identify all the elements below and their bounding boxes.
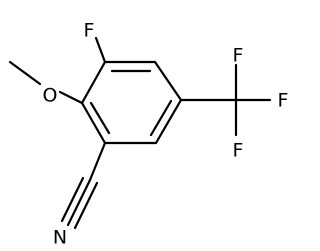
- ring-double-bond-c3-c4: [149, 99, 173, 137]
- cf3-fluorine-top-label: F: [233, 45, 244, 67]
- ring-bond-c3-c4: [154, 98, 183, 145]
- structure-canvas: F O F F F N: [8, 20, 289, 249]
- bond-c6-oxygen: [58, 90, 84, 105]
- bond-c1-fluorine: [94, 36, 107, 64]
- molecule-structure: F O F F F N: [8, 20, 289, 249]
- ring-bond-c6-c1: [80, 60, 107, 105]
- bond-oxygen-methyl: [8, 60, 42, 86]
- nitrile-triple-bond: [60, 176, 99, 230]
- ring-bond-c2-c3: [153, 60, 183, 102]
- benzene-ring: [80, 60, 183, 145]
- ring-bond-c5-c6: [80, 101, 107, 145]
- oxygen-atom-label: O: [43, 85, 58, 107]
- nitrogen-atom-label: N: [53, 227, 67, 249]
- cf3-fluorine-bottom-label: F: [233, 140, 244, 162]
- ring-double-bond-c5-c6: [89, 101, 111, 135]
- fluorine-atom-label: F: [84, 20, 95, 42]
- cf3-fluorine-right-label: F: [278, 90, 289, 112]
- bond-c5-nitrile-carbon: [88, 141, 107, 182]
